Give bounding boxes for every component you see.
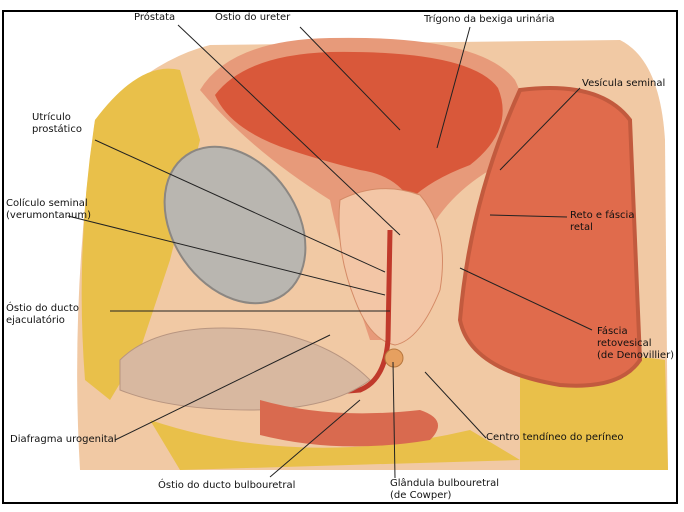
leader-ostio-ureter bbox=[299, 26, 401, 131]
leader-trigono bbox=[436, 26, 471, 149]
leader-lines bbox=[67, 24, 593, 479]
leader-utriculo bbox=[94, 139, 386, 273]
label-ostio-bulbouretral: Óstio do ducto bulbouretral bbox=[158, 480, 296, 491]
leader-vesicula bbox=[499, 87, 581, 171]
label-glandula: Glândula bulbouretral(de Cowper) bbox=[390, 478, 500, 501]
label-prostata: Próstata bbox=[134, 12, 176, 23]
leader-coliculo bbox=[67, 215, 386, 296]
label-coliculo: Colículo seminal(verumontanum) bbox=[6, 198, 91, 221]
leader-reto bbox=[489, 214, 568, 218]
leader-fascia bbox=[459, 267, 593, 331]
bladder-lumen bbox=[215, 51, 503, 201]
label-diafragma: Diafragma urogenital bbox=[10, 434, 117, 445]
fat-tissue-bottom bbox=[150, 420, 520, 470]
bulbourethral-gland bbox=[384, 348, 404, 368]
bulb-spongy bbox=[260, 400, 438, 447]
pubic-bone bbox=[163, 145, 307, 305]
leader-prostata bbox=[177, 24, 401, 236]
label-vesicula: Vesícula seminal bbox=[582, 78, 666, 89]
label-trigono: Trígono da bexiga urinária bbox=[424, 14, 555, 25]
penile-bulb bbox=[119, 327, 371, 411]
leader-centro bbox=[424, 371, 487, 439]
leader-diafragma bbox=[114, 334, 331, 441]
leader-glandula bbox=[392, 361, 396, 479]
rectum bbox=[457, 86, 643, 388]
leader-ostio-bulbo bbox=[269, 399, 361, 478]
label-centro-tendineo: Centro tendíneo do períneo bbox=[486, 432, 624, 443]
label-ostio-ureter: Óstio do ureter bbox=[215, 12, 291, 23]
